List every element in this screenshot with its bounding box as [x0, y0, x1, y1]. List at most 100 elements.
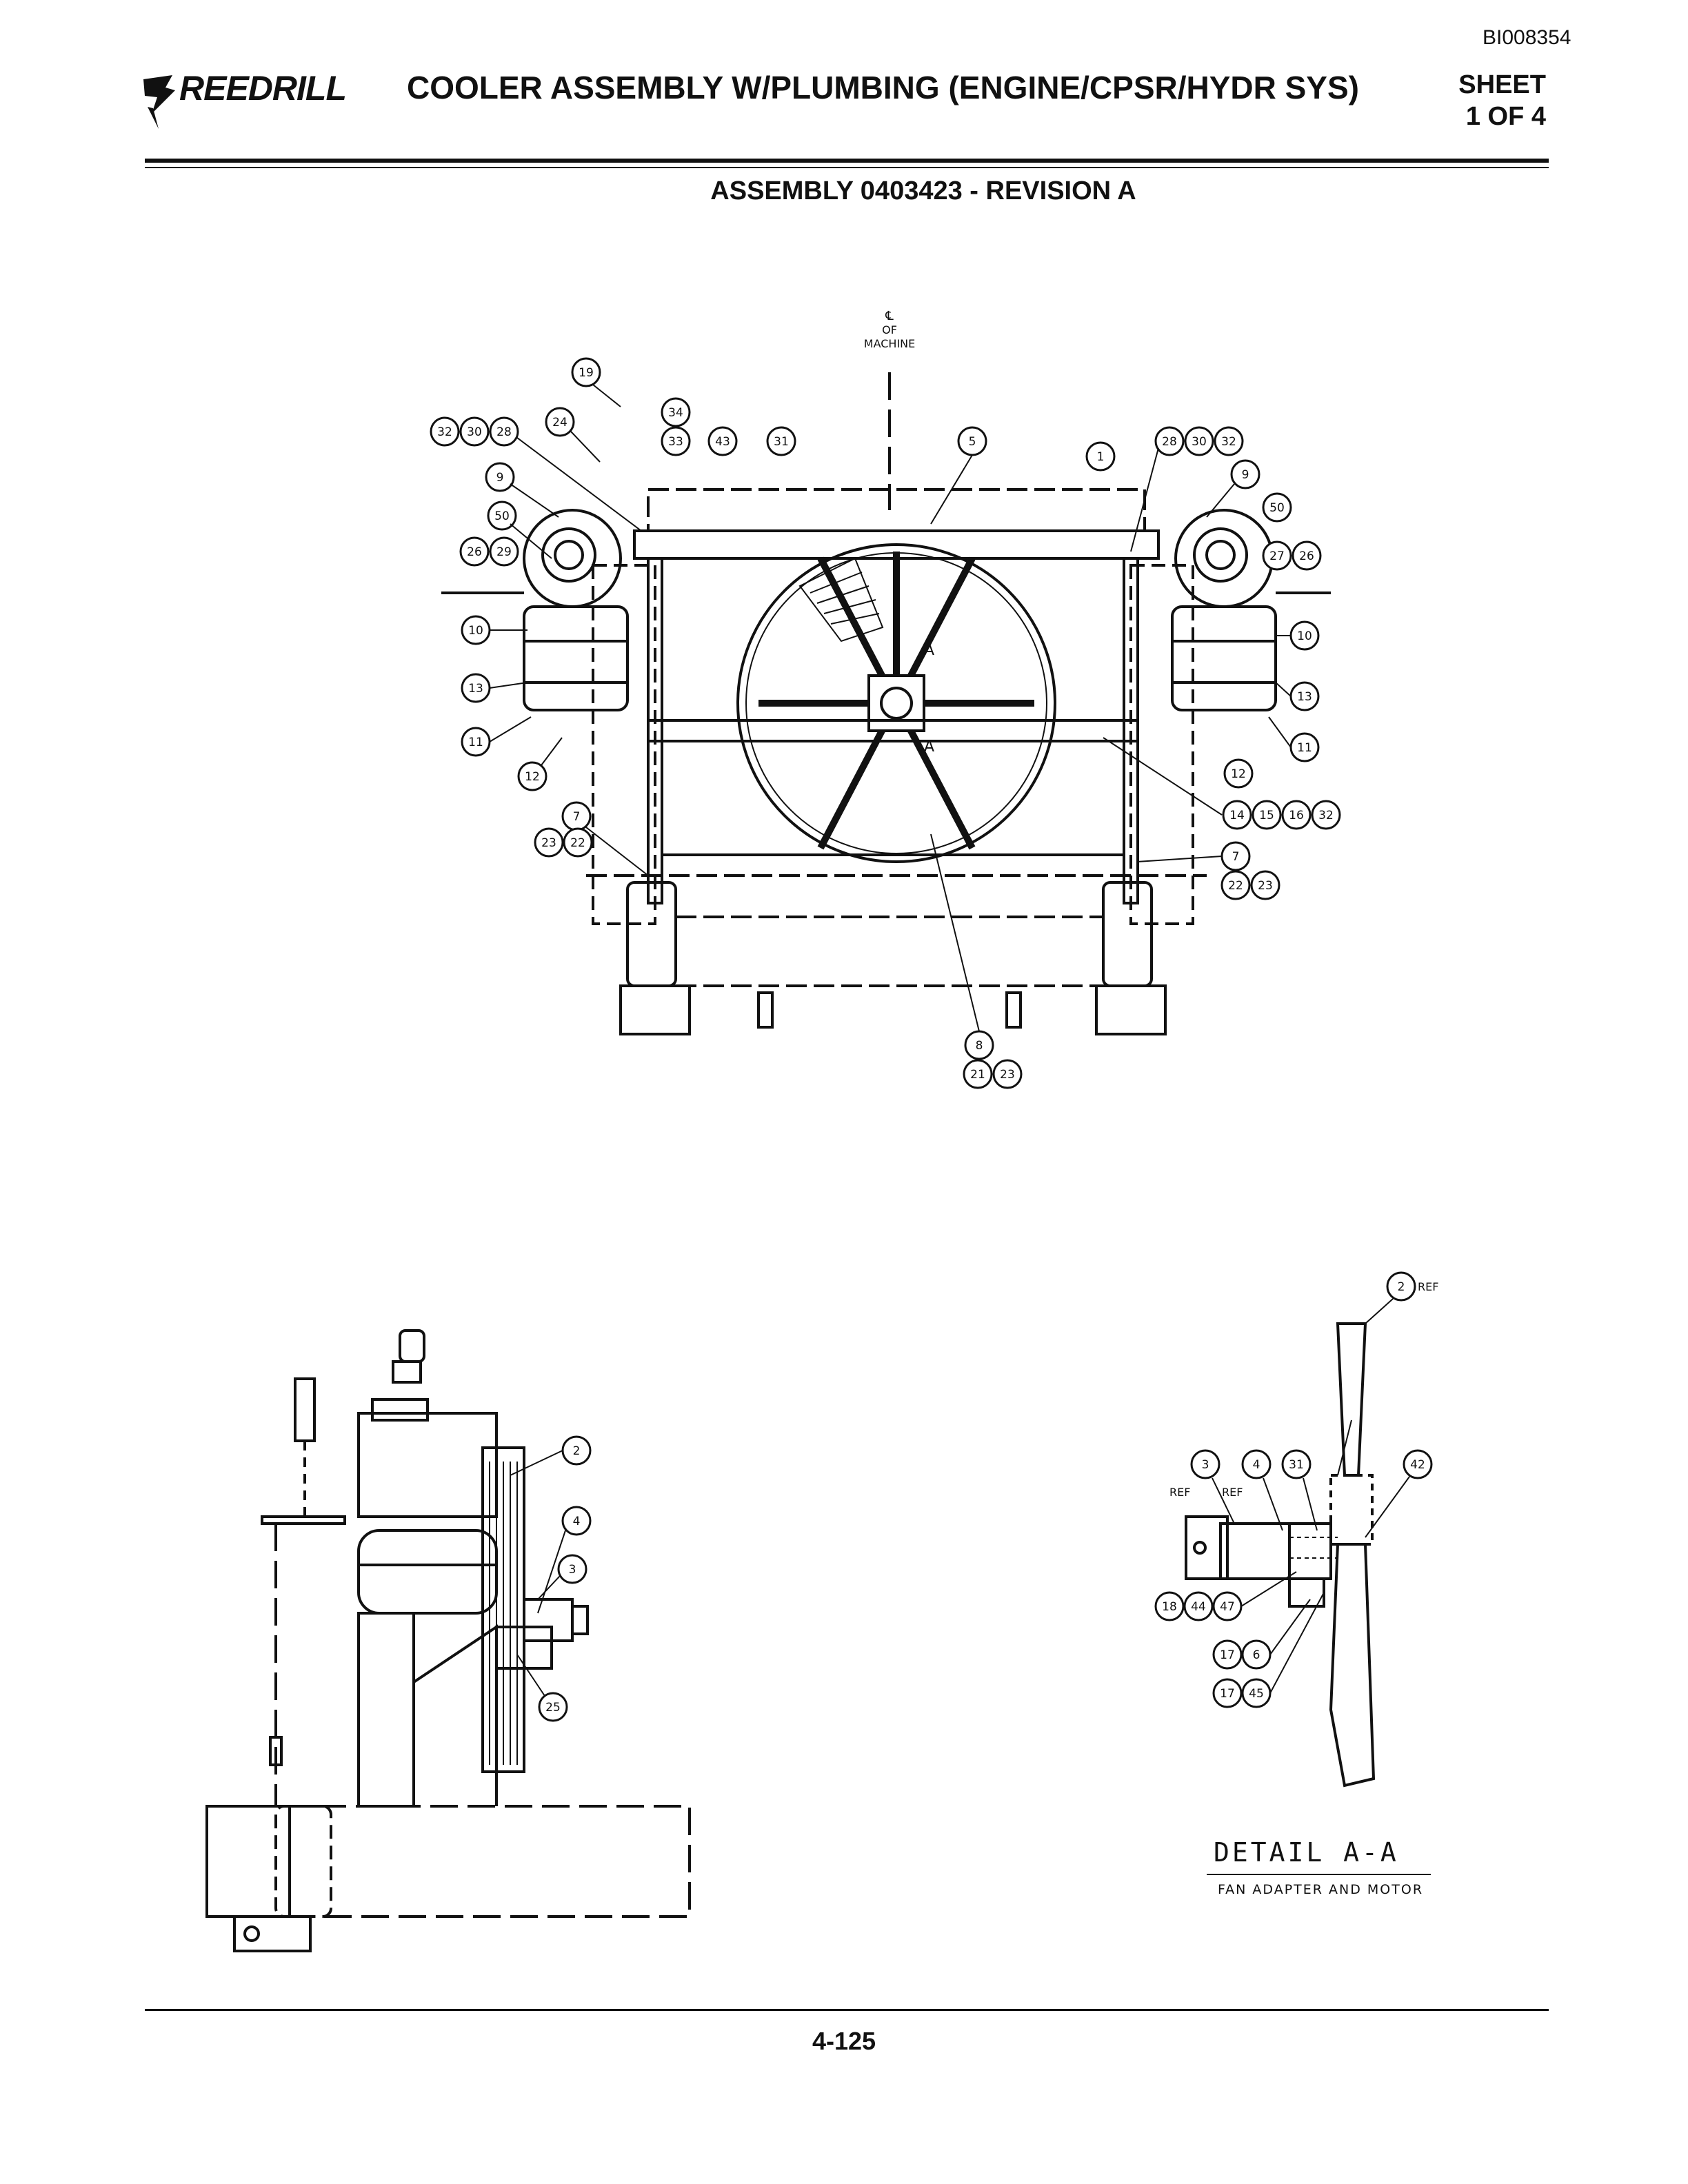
sheet-label: SHEET [1458, 70, 1546, 99]
detail-callout-18: 18 [1154, 1591, 1185, 1621]
right-frame-dashed [1129, 564, 1194, 925]
callout-10: 10 [461, 615, 491, 645]
section-marker-bottom: A [924, 738, 934, 756]
svg-text:7: 7 [573, 810, 581, 824]
svg-text:26: 26 [1299, 549, 1314, 563]
callout-12-right: 12 [1223, 758, 1254, 789]
svg-text:30: 30 [1192, 435, 1207, 449]
fan-hub-center [880, 687, 913, 720]
left-precleaner-core [554, 540, 584, 570]
right-precleaner-inner [1193, 527, 1248, 583]
detail-callout-31: 31 [1281, 1449, 1312, 1479]
callout-13-right: 13 [1289, 681, 1320, 711]
callout-28: 28 [489, 416, 519, 447]
brand-name: REEDRILL [179, 69, 347, 108]
svg-text:47: 47 [1220, 1600, 1235, 1614]
svg-text:15: 15 [1259, 809, 1274, 822]
left-foot [619, 984, 691, 1035]
detail-underline [1207, 1874, 1431, 1875]
detail-callout-45: 45 [1241, 1678, 1272, 1708]
front-leader-lines [489, 384, 1292, 1032]
drain-right [1005, 991, 1022, 1029]
callout-33: 33 [661, 426, 691, 456]
callout-15: 15 [1252, 800, 1282, 830]
detail-callout-42: 42 [1403, 1449, 1433, 1479]
side-foot [233, 1915, 312, 1952]
callout-9: 9 [485, 462, 515, 492]
svg-text:26: 26 [467, 545, 482, 559]
callout-14: 14 [1222, 800, 1252, 830]
side-view-callouts: 2 4 3 25 [510, 1435, 592, 1722]
svg-text:23: 23 [1000, 1068, 1015, 1082]
svg-text:42: 42 [1410, 1458, 1425, 1472]
svg-text:16: 16 [1289, 809, 1304, 822]
side-view-drawing [205, 1329, 691, 1952]
front-view-drawing: ℄ OF MACHINE A A [441, 309, 1331, 1035]
detail-ref-3: REF [1169, 1486, 1190, 1499]
sheet-indicator: SHEET 1 OF 4 [1448, 69, 1546, 132]
side-callout-4: 4 [561, 1506, 592, 1536]
svg-text:44: 44 [1191, 1600, 1206, 1614]
document-id: BI008354 [1483, 26, 1571, 49]
motor-mount-side [495, 1626, 553, 1670]
detail-subtitle: FAN ADAPTER AND MOTOR [1218, 1882, 1424, 1897]
svg-text:23: 23 [1258, 879, 1273, 893]
callout-19: 19 [571, 357, 601, 387]
svg-text:12: 12 [1231, 767, 1246, 781]
centerline-of: OF [882, 323, 897, 336]
svg-text:21: 21 [970, 1068, 985, 1082]
svg-text:32: 32 [1318, 809, 1334, 822]
sight-gauge [269, 1736, 283, 1766]
page-number: 4-125 [812, 2027, 876, 2055]
side-leader-lines [510, 1450, 566, 1697]
svg-text:17: 17 [1220, 1687, 1235, 1701]
svg-text:9: 9 [1242, 468, 1249, 482]
svg-text:18: 18 [1162, 1600, 1177, 1614]
svg-text:10: 10 [1297, 629, 1312, 643]
callout-30: 30 [459, 416, 490, 447]
detail-aa-callouts: 2 3 4 31 42 18 44 47 17 6 17 45 REF REF … [1154, 1271, 1438, 1708]
svg-text:3: 3 [569, 1563, 576, 1577]
right-foot [1095, 984, 1167, 1035]
callout-9-right: 9 [1230, 459, 1260, 489]
svg-text:31: 31 [774, 435, 789, 449]
detail-callout-47: 47 [1212, 1591, 1243, 1621]
svg-text:11: 11 [1297, 741, 1312, 755]
motor-cap-side [571, 1605, 589, 1635]
detail-callout-3: 3 [1190, 1449, 1220, 1479]
detail-callout-4: 4 [1241, 1449, 1272, 1479]
svg-text:2: 2 [573, 1444, 581, 1458]
callout-7-right: 7 [1220, 841, 1251, 871]
motor-shaft-detail [1193, 1541, 1207, 1555]
svg-text:29: 29 [496, 545, 512, 559]
callout-23-right: 23 [1250, 870, 1280, 900]
left-precleaner-inner [541, 527, 596, 583]
svg-text:28: 28 [1162, 435, 1177, 449]
right-precleaner-core [1205, 540, 1236, 570]
svg-text:2: 2 [1398, 1280, 1405, 1294]
svg-text:6: 6 [1253, 1648, 1260, 1662]
callout-32-right: 32 [1214, 426, 1244, 456]
svg-text:27: 27 [1269, 549, 1285, 563]
side-callout-25: 25 [538, 1692, 568, 1722]
svg-text:43: 43 [715, 435, 730, 449]
svg-text:17: 17 [1220, 1648, 1235, 1662]
svg-text:50: 50 [1269, 501, 1285, 515]
svg-text:13: 13 [1297, 690, 1312, 704]
detail-callout-6: 6 [1241, 1639, 1272, 1670]
callout-23-bottom: 23 [992, 1059, 1023, 1089]
svg-text:32: 32 [1221, 435, 1236, 449]
front-view-callouts: 19 34 33 43 31 24 32 30 28 9 50 26 29 10… [430, 357, 1341, 1089]
svg-text:4: 4 [1253, 1458, 1260, 1472]
callout-28-right: 28 [1154, 426, 1185, 456]
detail-callout-17b: 17 [1212, 1678, 1243, 1708]
svg-text:14: 14 [1229, 809, 1245, 822]
svg-text:31: 31 [1289, 1458, 1304, 1472]
page-title: COOLER ASSEMBLY W/PLUMBING (ENGINE/CPSR/… [407, 70, 1359, 105]
callout-32-right-b: 32 [1311, 800, 1341, 830]
callout-43: 43 [707, 426, 738, 456]
header-rule-thin [145, 167, 1549, 168]
callout-31: 31 [766, 426, 796, 456]
centerline-symbol: ℄ [885, 309, 894, 323]
callout-12: 12 [517, 761, 547, 791]
